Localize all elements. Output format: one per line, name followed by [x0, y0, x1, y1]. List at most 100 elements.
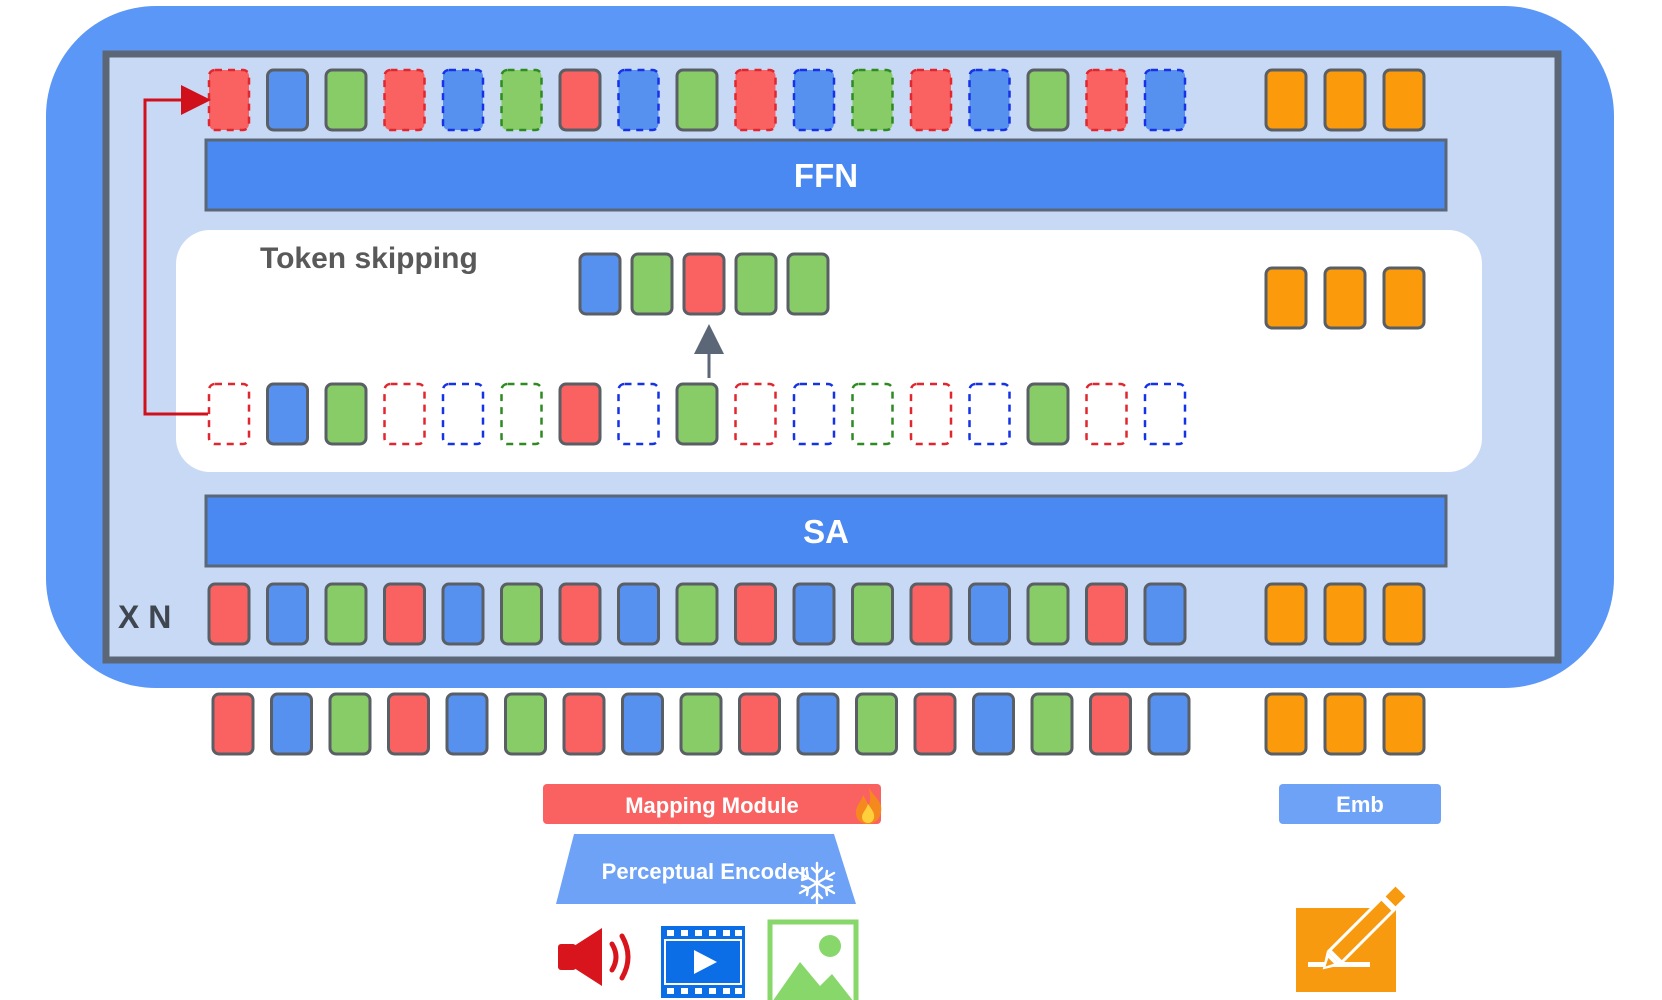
emb-label: Emb: [1336, 792, 1384, 817]
video-icon: [661, 926, 745, 998]
skipping-text-token: [1323, 266, 1367, 330]
skipping-token: [792, 382, 836, 446]
input-token: [211, 692, 255, 756]
emb-module: [1279, 784, 1441, 824]
after_sa-text-token: [1382, 582, 1426, 646]
speaker-icon: [558, 928, 631, 986]
selected-token: [578, 252, 622, 316]
after_sa-token: [266, 582, 309, 646]
after_sa-token: [909, 582, 953, 646]
after_sa-token: [734, 582, 777, 646]
skipping-text-token: [1382, 266, 1426, 330]
after_ffn-token: [1143, 68, 1187, 132]
after_ffn-token: [851, 68, 894, 132]
after_sa-token: [207, 582, 251, 646]
after_ffn-token: [324, 68, 368, 132]
after_sa-token: [324, 582, 368, 646]
after_sa-text-token: [1264, 582, 1308, 646]
skipping-token: [383, 382, 426, 446]
input-token: [913, 692, 957, 756]
sa-label: SA: [803, 513, 849, 550]
after_sa-text-token: [1323, 582, 1367, 646]
skipping-token: [734, 382, 777, 446]
input-token: [328, 692, 372, 756]
skipping-token: [675, 382, 719, 446]
ffn-layer: [204, 138, 1448, 212]
selected-token: [682, 252, 726, 316]
input-token: [1030, 692, 1074, 756]
input-token: [504, 692, 547, 756]
after_sa-token: [1143, 582, 1187, 646]
skipping-token: [1026, 382, 1070, 446]
perceptual-encoder: [556, 834, 856, 904]
mapping-module-label: Mapping Module: [625, 793, 799, 818]
after_ffn-text-token: [1264, 68, 1308, 132]
after_ffn-text-token: [1382, 68, 1426, 132]
input-token: [1147, 692, 1191, 756]
skipping-token: [1143, 382, 1187, 446]
after_ffn-token: [500, 68, 543, 132]
repeat-label: X N: [118, 599, 171, 635]
after_ffn-token: [558, 68, 602, 132]
skipping-token: [441, 382, 485, 446]
perceptual-encoder-label: Perceptual Encoder: [602, 859, 809, 884]
selected-token: [734, 252, 778, 316]
input-text-token: [1382, 692, 1426, 756]
input-token: [445, 692, 489, 756]
skipping-token: [1085, 382, 1128, 446]
after_sa-token: [500, 582, 543, 646]
input-text-token: [1264, 692, 1308, 756]
skipping-token: [500, 382, 543, 446]
after_ffn-token: [383, 68, 426, 132]
input-token: [387, 692, 430, 756]
after_ffn-token: [968, 68, 1011, 132]
skipping-token: [558, 382, 602, 446]
skipping-token: [207, 382, 251, 446]
after_ffn-token: [734, 68, 777, 132]
image-icon: [767, 919, 859, 1000]
skipping-token: [851, 382, 894, 446]
snowflake-icon: [798, 861, 836, 905]
input-token: [972, 692, 1015, 756]
after_sa-token: [1085, 582, 1128, 646]
after_ffn-token: [207, 68, 251, 132]
skipping-token: [617, 382, 660, 446]
skip-connection-arrow: [143, 85, 211, 416]
after_ffn-token: [675, 68, 719, 132]
after_sa-token: [851, 582, 894, 646]
skipping-token: [909, 382, 953, 446]
skipping-token: [968, 382, 1011, 446]
after_ffn-token: [909, 68, 953, 132]
after_ffn-token: [617, 68, 660, 132]
after_sa-token: [383, 582, 426, 646]
after_ffn-token: [441, 68, 485, 132]
input-token: [738, 692, 781, 756]
selected-token: [786, 252, 830, 316]
input-token: [855, 692, 898, 756]
sa-layer: [204, 494, 1448, 568]
after_ffn-token: [792, 68, 836, 132]
after_ffn-token: [1085, 68, 1128, 132]
input-token: [679, 692, 723, 756]
after_sa-token: [1026, 582, 1070, 646]
input-token: [270, 692, 313, 756]
skipping-token: [324, 382, 368, 446]
selected-token: [630, 252, 674, 316]
skipping-text-token: [1264, 266, 1308, 330]
input-token: [621, 692, 664, 756]
after_sa-token: [968, 582, 1011, 646]
ffn-label: FFN: [794, 157, 858, 194]
input-token: [1089, 692, 1132, 756]
fire-icon: [855, 788, 882, 824]
input-token: [562, 692, 606, 756]
token-skipping-label: Token skipping: [260, 242, 478, 275]
skipping-token: [266, 382, 309, 446]
after_ffn-token: [266, 68, 309, 132]
after_ffn-text-token: [1323, 68, 1367, 132]
mapping-module: [543, 784, 881, 824]
input-text-token: [1323, 692, 1367, 756]
after_sa-token: [675, 582, 719, 646]
after_sa-token: [792, 582, 836, 646]
after_sa-token: [617, 582, 660, 646]
